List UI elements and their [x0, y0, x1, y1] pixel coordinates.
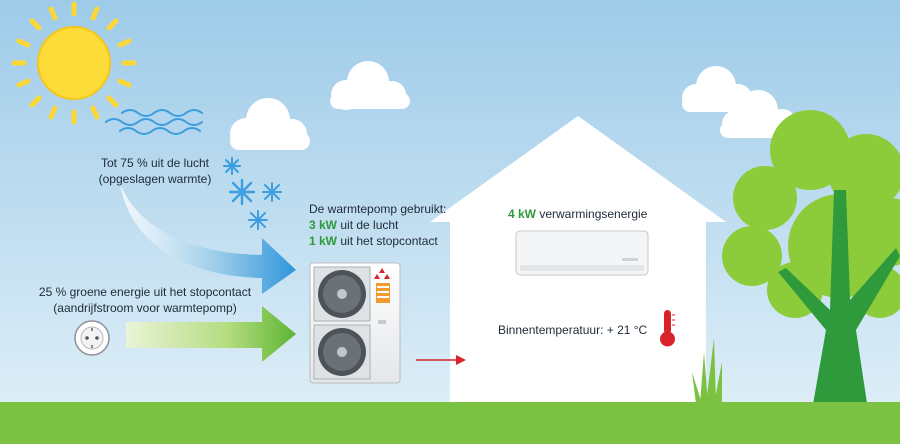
tree	[722, 110, 900, 410]
grass-tufts	[692, 338, 722, 404]
air-source-line1: Tot 75 % uit de lucht	[100, 156, 210, 170]
pump-grid-value: 1 kW	[309, 234, 338, 248]
indoor-temperature-label: Binnentemperatuur: + 21 °C	[498, 323, 648, 337]
pump-air-line: 3 kW uit de lucht	[309, 217, 446, 233]
air-source-label: Tot 75 % uit de lucht (opgeslagen warmte…	[60, 155, 250, 187]
snowflake-icon	[228, 178, 256, 206]
grid-source-line1: 25 % groene energie uit het stopcontact	[38, 285, 252, 299]
pump-air-value: 3 kW	[309, 218, 338, 232]
grid-source-line2: (aandrijfstroom voor warmtepomp)	[53, 301, 237, 315]
brand-logo-icon	[374, 268, 390, 279]
heat-flow-arrow	[416, 355, 466, 365]
cloud	[230, 98, 310, 150]
pump-grid-text: uit het stopcontact	[337, 234, 438, 248]
thermometer-icon	[660, 310, 675, 347]
snowflake-icon	[223, 157, 241, 175]
grid-energy-arrow	[126, 306, 296, 362]
air-source-line2: (opgeslagen warmte)	[98, 172, 212, 186]
air-energy-arrow	[120, 184, 296, 294]
heating-value: 4 kW	[508, 207, 537, 221]
pump-air-text: uit de lucht	[337, 218, 399, 232]
snowflake-icon	[262, 182, 282, 202]
pump-usage-heading: De warmtepomp gebruikt:	[309, 202, 447, 216]
pump-usage-label: De warmtepomp gebruikt: 3 kW uit de luch…	[309, 201, 446, 249]
heating-text: verwarmingsenergie	[536, 207, 648, 221]
sun-icon	[11, 1, 137, 125]
outdoor-heat-pump-unit	[309, 262, 401, 384]
power-socket-icon	[74, 320, 110, 356]
pump-grid-line: 1 kW uit het stopcontact	[309, 233, 446, 249]
cloud	[330, 61, 410, 110]
grid-source-label: 25 % groene energie uit het stopcontact …	[20, 284, 270, 316]
grass-ground	[0, 402, 900, 444]
snowflake-icon	[248, 210, 268, 230]
indoor-ac-unit	[515, 230, 649, 276]
heating-energy-label: 4 kW verwarmingsenergie	[508, 206, 647, 222]
wind-waves-icon	[105, 109, 203, 135]
